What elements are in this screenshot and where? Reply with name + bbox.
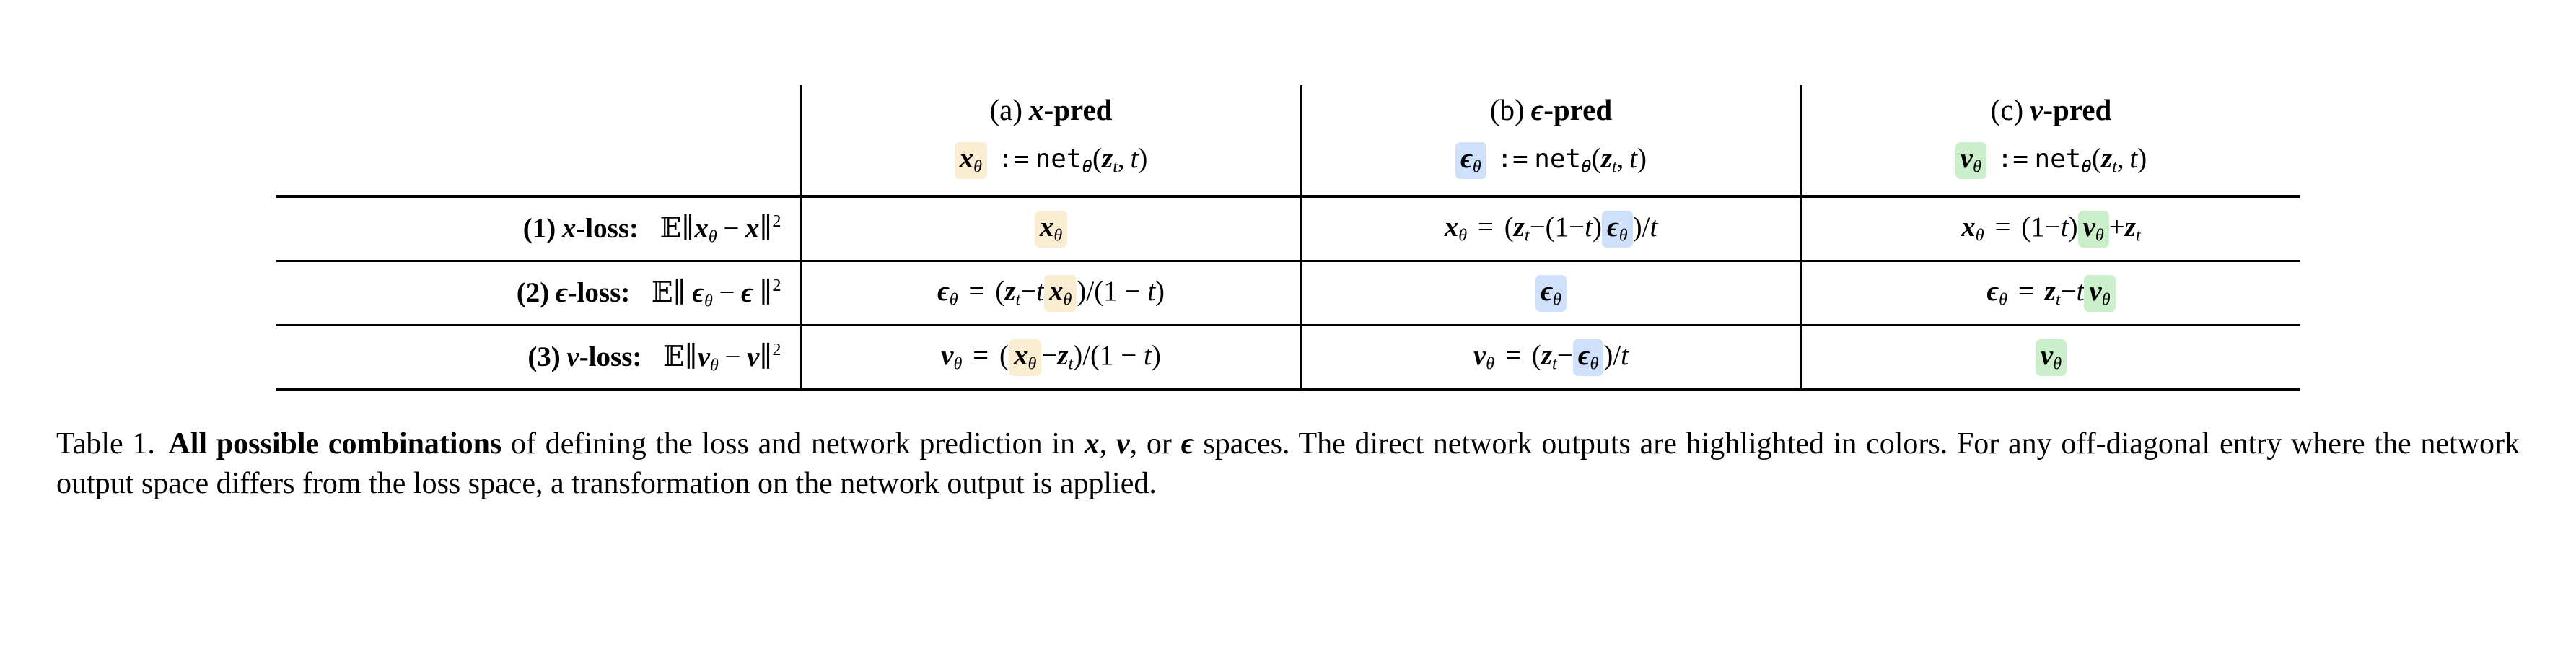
row-1-index: (1) [522,212,556,244]
row-3-word: -loss: [579,341,642,372]
row-2-index: (2) [516,276,550,308]
column-header-x-pred: (a)x-pred [799,85,1301,138]
highlight-x-theta-diagonal: xθ [1034,210,1068,248]
col-a-prefix: (a) [989,93,1023,126]
highlight-epsilon-theta-r3c2: ϵθ [1572,338,1604,377]
row-2-word: -loss: [567,276,631,308]
col-b-prefix: (b) [1489,93,1525,126]
definition-cell-v: vθ:=netθ(zt, t) [1800,138,2300,197]
caption-bold-lead: All possible combinations [168,427,502,461]
table-container: (a)x-pred (b)ϵ-pred (c)v-pred xθ:=netθ(z… [56,0,2520,392]
row-label-epsilon-loss: (2)ϵ-loss:𝔼∥ϵθ−ϵ∥2 [276,260,801,326]
cell-v-loss-x-pred: vθ=(xθ−zt)/(1 − t) [799,324,1301,392]
cell-x-loss-epsilon-pred: xθ=(zt−(1−t)ϵθ)/t [1300,195,1801,261]
col-c-symbol: v [2030,93,2043,126]
table-caption: Table 1. All possible combinations of def… [56,424,2520,503]
highlight-x-theta-r3c1: xθ [1008,338,1042,377]
row-label-x-loss: (1)x-loss:𝔼∥xθ−x∥2 [276,195,801,261]
cell-x-loss-x-pred: xθ [799,195,1301,261]
caption-label: Table 1. [56,427,155,461]
caption-symbol-v: v [1116,427,1130,461]
definition-row-empty-label [276,138,802,196]
row-3-index: (3) [527,341,561,372]
table-header-row: (a)x-pred (b)ϵ-pred (c)v-pred [276,85,2300,138]
caption-rest-2: spaces. The direct network outputs are h… [56,427,2520,501]
highlight-v-theta: vθ [1955,142,1986,180]
definition-cell-x: xθ:=netθ(zt, t) [799,138,1301,197]
highlight-v-theta-diagonal: vθ [2035,338,2067,377]
cell-v-loss-v-pred: vθ [1800,324,2300,392]
definition-cell-epsilon: ϵθ:=netθ(zt, t) [1300,138,1801,197]
row-1-word: -loss: [576,212,639,244]
highlight-x-theta-r2c1: xθ [1044,274,1077,313]
caption-rest-1: of defining the loss and network predict… [501,427,1085,461]
column-header-v-pred: (c)v-pred [1800,85,2300,138]
caption-symbol-epsilon: ϵ [1180,427,1194,461]
highlight-v-theta-r2c3: vθ [2084,274,2116,313]
col-c-prefix: (c) [1990,93,2024,126]
col-b-symbol: ϵ [1530,93,1544,126]
highlight-x-theta: xθ [954,142,988,180]
caption-symbol-x: x [1084,427,1100,461]
caption-comma-1: , [1099,427,1116,461]
col-a-suffix: -pred [1043,93,1113,126]
highlight-epsilon-theta-diagonal: ϵθ [1535,274,1567,313]
definition-row: xθ:=netθ(zt, t) ϵθ:=netθ(zt, t) vθ:=netθ… [276,138,2300,197]
highlight-epsilon-theta: ϵθ [1455,142,1486,180]
highlight-epsilon-theta-r1c2: ϵθ [1601,210,1633,248]
header-corner-cell [276,85,802,138]
col-b-suffix: -pred [1543,93,1613,126]
highlight-v-theta-r1c3: vθ [2077,210,2109,248]
combinations-table: (a)x-pred (b)ϵ-pred (c)v-pred xθ:=netθ(z… [276,85,2300,392]
col-c-suffix: -pred [2043,93,2112,126]
caption-or: , or [1129,427,1181,461]
cell-x-loss-v-pred: xθ=(1−t)vθ+zt [1800,195,2300,261]
col-a-symbol: x [1029,93,1044,126]
cell-v-loss-epsilon-pred: vθ=(zt−ϵθ)/t [1300,324,1801,392]
column-header-epsilon-pred: (b)ϵ-pred [1300,85,1801,138]
table-row-x-loss: (1)x-loss:𝔼∥xθ−x∥2 xθ xθ=(zt−(1−t)ϵθ)/t … [276,195,2300,261]
table-row-v-loss: (3)v-loss:𝔼∥vθ−v∥2 vθ=(xθ−zt)/(1 − t) vθ… [276,324,2300,392]
row-label-v-loss: (3)v-loss:𝔼∥vθ−v∥2 [276,324,801,392]
cell-epsilon-loss-epsilon-pred: ϵθ [1300,260,1801,326]
